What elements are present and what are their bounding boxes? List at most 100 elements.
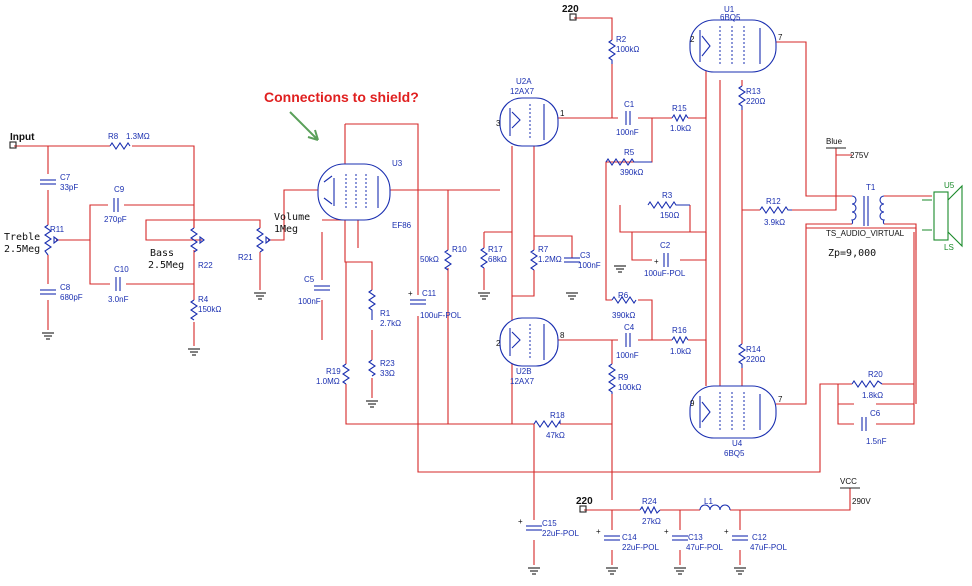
label-c11: C11 [422,289,437,298]
label-r17: R17 [488,245,503,254]
label-290v: 290V [852,497,871,506]
resistor-r12 [759,206,792,214]
tube-u3 [317,163,391,221]
label-c10: C10 [114,265,129,274]
pin-u2a-plate: 1 [560,109,565,118]
label-r24: R24 [642,497,657,506]
speaker-u5 [922,184,963,248]
label-c13-value: 47uF-POL [686,543,723,552]
label-r16-value: 1.0kΩ [670,347,691,356]
resistor-r16 [671,335,689,345]
label-c2-value: 100uF-POL [644,269,686,278]
label-bass: Bass [150,248,174,259]
pin-u2b-grid: 2 [496,339,501,348]
label-220-top: 220 [562,4,579,15]
label-r13: R13 [746,87,761,96]
label-c5: C5 [304,275,315,284]
label-u2a: U2A [516,77,532,86]
cap-c3 [564,257,580,263]
label-c2: C2 [660,241,671,250]
label-r15-value: 1.0kΩ [670,124,691,133]
label-r6: R6 [618,291,629,300]
label-c5-value: 100nF [298,297,321,306]
tube-u2a [499,97,559,147]
ground-symbols [41,265,747,575]
label-zp: Zp=9,000 [828,248,876,259]
label-r17-value: 68kΩ [488,255,507,264]
cap-c5 [314,285,330,291]
cap-c6 [861,417,867,431]
label-r7-value: 1.2MΩ [538,255,562,264]
resistor-r14 [738,343,746,368]
label-c7: C7 [60,173,71,182]
pot-bass [190,227,198,253]
label-r4-value: 150kΩ [198,305,221,314]
resistor-r7 [530,249,538,271]
cap-c10 [115,277,121,291]
label-treble-value: 2.5Meg [4,244,40,255]
label-r5-value: 390kΩ [620,168,643,177]
svg-text:+: + [724,527,729,536]
label-r2: R2 [616,35,627,44]
tube-u4 [689,385,777,439]
resistor-r10 [444,249,452,271]
label-c15-value: 22uF-POL [542,529,579,538]
label-r15: R15 [672,104,687,113]
label-u2b: U2B [516,367,532,376]
b220-bottom-port [579,505,587,513]
inductor-l1 [699,504,731,511]
tube-u2b [499,317,559,367]
label-vcc: VCC [840,477,857,486]
svg-text:+: + [664,527,669,536]
label-volume-value: 1Meg [274,224,298,235]
resistor-r13 [738,85,746,110]
label-r1: R1 [380,309,391,318]
resistor-r20 [851,380,883,388]
label-r1-value: 2.7kΩ [380,319,401,328]
svg-text:+: + [518,517,523,526]
pin-u4-plate: 7 [778,395,783,404]
label-220-bottom: 220 [576,496,593,507]
label-r20-value: 1.8kΩ [862,391,883,400]
svg-text:+: + [596,527,601,536]
label-r9: R9 [618,373,629,382]
resistor-r1 [368,289,376,320]
pot-bass-wiper [199,235,205,245]
resistor-r8 [109,142,131,150]
label-r10: R10 [452,245,467,254]
label-r7: R7 [538,245,549,254]
label-t1: T1 [866,183,876,192]
capacitor-symbols: + + + + + + [40,111,867,541]
labels: Input 220 220 Blue 275V VCC 290V Treble … [4,4,955,552]
label-u3: U3 [392,159,403,168]
label-r2-value: 100kΩ [616,45,639,54]
resistor-r19 [342,363,350,385]
label-c6: C6 [870,409,881,418]
label-r3: R3 [662,191,673,200]
label-r5: R5 [624,148,635,157]
label-c15: C15 [542,519,557,528]
cap-c2: + [654,253,669,267]
pot-treble-wiper [53,235,59,245]
label-c6-value: 1.5nF [866,437,887,446]
label-r9-value: 100kΩ [618,383,641,392]
label-ls: LS [944,243,954,252]
label-l1: L1 [704,497,713,506]
label-r16: R16 [672,326,687,335]
resistor-r23 [368,359,376,377]
label-r19-value: 1.0MΩ [316,377,340,386]
resistor-r3 [647,201,690,209]
label-r23: R23 [380,359,395,368]
label-u2a-type: 12AX7 [510,87,535,96]
label-r24-value: 27kΩ [642,517,661,526]
label-c14: C14 [622,533,637,542]
label-c1-value: 100nF [616,128,639,137]
cap-c9 [113,198,119,212]
label-r14-value: 220Ω [746,355,765,364]
label-u4-type: 6BQ5 [724,449,745,458]
label-r21: R21 [238,253,253,262]
label-r12: R12 [766,197,781,206]
resistor-symbols [109,39,883,515]
label-treble: Treble [4,232,40,243]
